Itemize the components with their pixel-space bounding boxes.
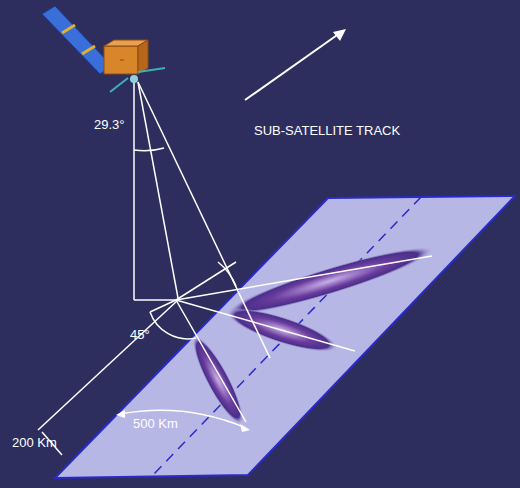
swath-band bbox=[55, 196, 515, 478]
track-label: SUB-SATELLITE TRACK bbox=[254, 124, 400, 137]
beam-axes bbox=[150, 256, 432, 422]
dimension-200km bbox=[38, 300, 178, 455]
dimension-label: 500 Km bbox=[133, 417, 178, 430]
track-centre-line bbox=[152, 197, 421, 476]
angle-label: 45° bbox=[130, 328, 150, 341]
nadir-and-beam-lines bbox=[134, 82, 270, 358]
angle-label: 29.3° bbox=[94, 118, 125, 131]
dimension-500km bbox=[116, 410, 250, 432]
satellite bbox=[42, 6, 165, 92]
beam-footprints bbox=[185, 237, 437, 429]
dimension-label: 200 Km bbox=[12, 436, 57, 449]
flight-direction-arrow bbox=[245, 29, 346, 100]
